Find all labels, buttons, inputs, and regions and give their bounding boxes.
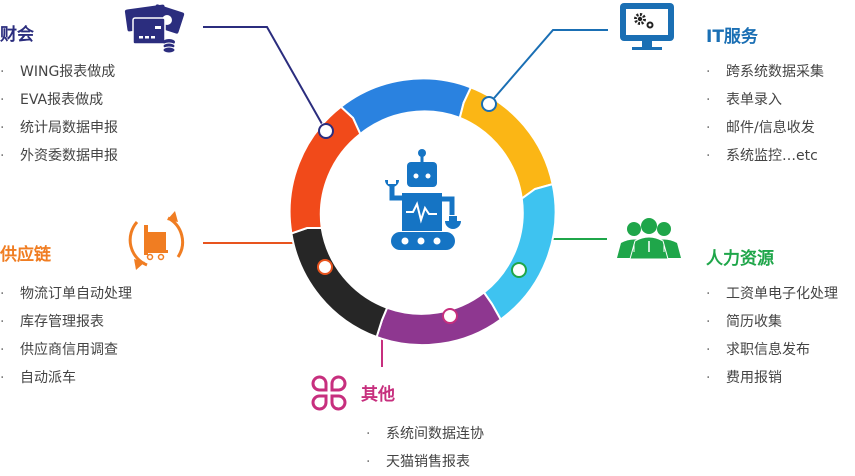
list-item: ·表单录入 (706, 92, 782, 108)
hr-title: 人力资源 (706, 249, 774, 269)
list-item: ·工资单电子化处理 (706, 286, 838, 302)
robot-icon (385, 149, 461, 250)
segment-lightblue (482, 182, 557, 321)
finance-list: ·WING报表做成 ·EVA报表做成 ·统计局数据申报 ·外资委数据申报 (0, 58, 118, 170)
four-leaf-icon (311, 375, 347, 411)
list-item: ·系统监控…etc (706, 148, 818, 164)
list-item: ·物流订单自动处理 (0, 286, 132, 302)
list-item: ·系统间数据连协 (366, 426, 484, 442)
segment-red (288, 105, 362, 235)
list-item: ·邮件/信息收发 (706, 120, 815, 136)
finance-title: 财会 (0, 25, 34, 45)
supply-list: ·物流订单自动处理 ·库存管理报表 ·供应商信用调查 ·自动派车 (0, 280, 132, 392)
segment-blue (339, 77, 473, 136)
list-item: ·WING报表做成 (0, 64, 116, 80)
finance-connector (203, 26, 327, 132)
cart-cycle-icon (128, 211, 185, 270)
supply-anchor (317, 259, 333, 275)
hr-list: ·工资单电子化处理 ·简历收集 ·求职信息发布 ·费用报销 (706, 280, 838, 392)
ring-segments (288, 77, 557, 347)
it-list: ·跨系统数据采集 ·表单录入 ·邮件/信息收发 ·系统监控…etc (706, 58, 824, 170)
list-item: ·外资委数据申报 (0, 148, 118, 164)
segment-black (290, 227, 389, 339)
it-anchor (481, 96, 497, 112)
credit-card-money-icon (124, 4, 185, 54)
list-item: ·库存管理报表 (0, 314, 104, 330)
other-list: ·系统间数据连协 ·天猫销售报表 (366, 420, 484, 476)
other-anchor (442, 308, 458, 324)
list-item: ·EVA报表做成 (0, 92, 104, 108)
segment-purple (375, 291, 503, 347)
segment-yellow (458, 86, 554, 201)
list-item: ·跨系统数据采集 (706, 64, 824, 80)
people-group-icon (617, 218, 681, 260)
finance-anchor (318, 123, 334, 139)
other-title: 其他 (361, 385, 395, 405)
monitor-gears-icon (620, 3, 674, 50)
list-item: ·天猫销售报表 (366, 454, 470, 470)
list-item: ·求职信息发布 (706, 342, 810, 358)
list-item: ·费用报销 (706, 370, 782, 386)
it-title: IT服务 (706, 27, 758, 47)
it-connector (488, 29, 608, 105)
list-item: ·统计局数据申报 (0, 120, 118, 136)
supply-title: 供应链 (0, 245, 51, 265)
hr-anchor (511, 262, 527, 278)
list-item: ·自动派车 (0, 370, 76, 386)
list-item: ·供应商信用调查 (0, 342, 118, 358)
list-item: ·简历收集 (706, 314, 782, 330)
